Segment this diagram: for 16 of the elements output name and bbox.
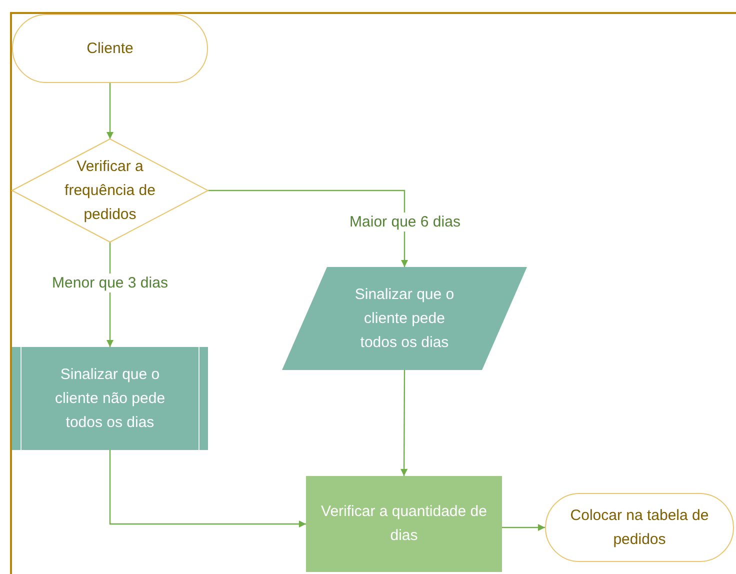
data-parallelogram (282, 267, 527, 370)
arrow (106, 83, 114, 139)
node-label: Sinalizar que o cliente pede todos os dias (354, 284, 456, 352)
node-label: Sinalizar que o cliente não pede todos os dias (54, 364, 166, 432)
arrow (109, 450, 306, 528)
decision-diamond (12, 139, 208, 242)
node-label: Verificar a frequência de pedidos (64, 156, 156, 224)
terminator-shape (12, 14, 208, 83)
node-label: Verificar a quantidade de dias (320, 502, 488, 546)
arrow (502, 524, 545, 531)
arrow (208, 190, 408, 267)
arrow (400, 370, 408, 476)
node-label: Colocar na tabela de pedidos (569, 506, 710, 550)
predefined-process-box (12, 347, 208, 450)
node-label: Cliente (86, 38, 134, 58)
process-box (306, 476, 502, 572)
